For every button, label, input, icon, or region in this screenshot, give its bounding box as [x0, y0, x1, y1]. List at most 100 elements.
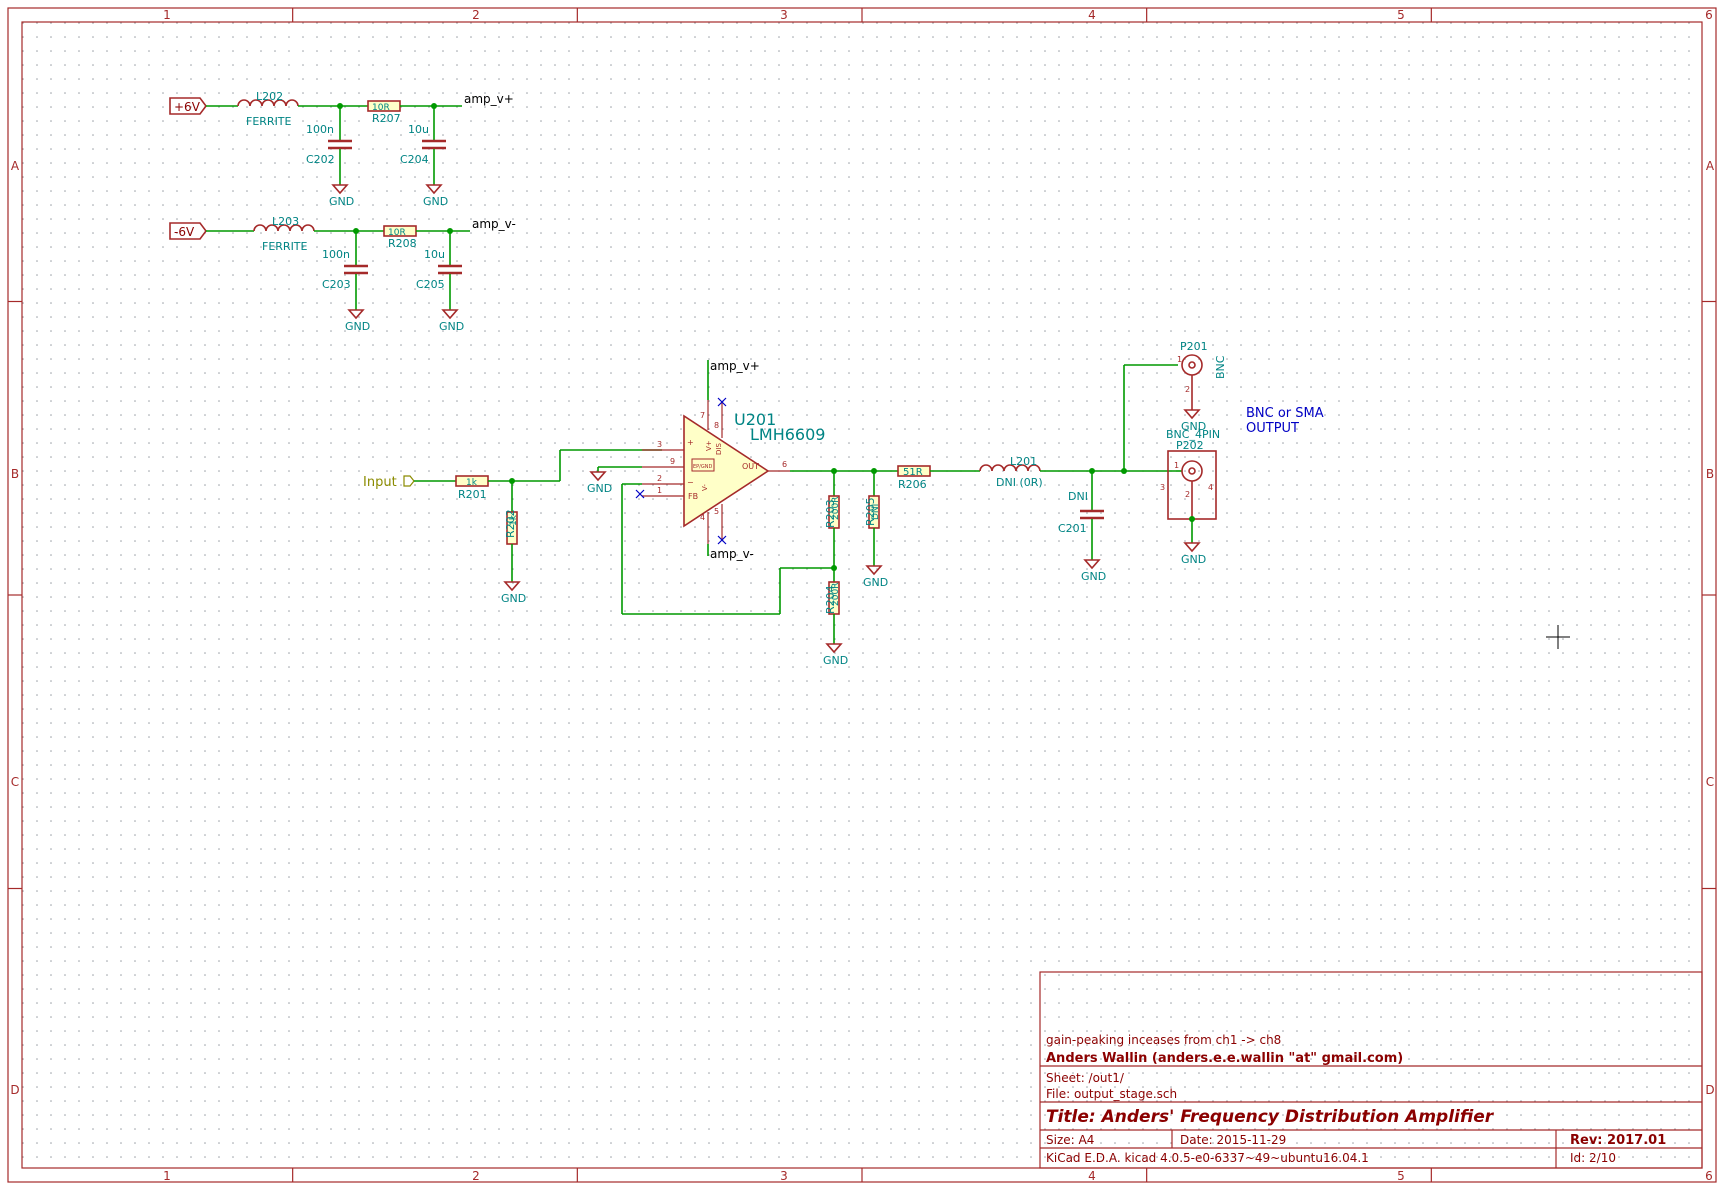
- net-amp-v-minus-label: amp_v-: [472, 217, 516, 231]
- title-block-comment: gain-peaking inceases from ch1 -> ch8: [1046, 1033, 1281, 1047]
- r207-value: 10R: [372, 103, 390, 113]
- c203-value: 100n: [322, 248, 350, 261]
- u201-pin-1: 1: [657, 486, 662, 495]
- u201-pin-4: 4: [700, 513, 705, 522]
- gnd-symbol: [1183, 542, 1201, 553]
- l201-value: DNI (0R): [996, 476, 1043, 489]
- gnd-label: GND: [501, 592, 526, 605]
- neg-power-flag: [169, 222, 207, 240]
- pos-power-label: +6V: [174, 100, 201, 114]
- gnd-label: GND: [863, 576, 888, 589]
- p201-pin-1: 1: [1177, 355, 1182, 364]
- p201-pin-2: 2: [1185, 385, 1190, 394]
- column-label-5: 5: [1397, 8, 1405, 22]
- neg-power-label: -6V: [174, 225, 195, 239]
- gnd-symbol: [589, 471, 607, 482]
- u201-pin-5: 5: [714, 507, 719, 516]
- row-label-a: A: [11, 159, 20, 173]
- u201-pin-name-ep-gnd: EP/GND: [693, 464, 712, 470]
- l202-inductor[interactable]: [237, 99, 299, 107]
- title-block: gain-peaking inceases from ch1 -> ch8 An…: [1039, 971, 1703, 1169]
- net-amp-v-plus-label: amp_v+: [464, 92, 514, 106]
- c202-value: 100n: [306, 123, 334, 136]
- r208-value: 10R: [388, 228, 406, 238]
- c205-ref: C205: [416, 278, 445, 291]
- l203-value: FERRITE: [262, 240, 308, 253]
- gnd-symbol: [1083, 559, 1101, 570]
- u201-ref: U201: [734, 410, 776, 429]
- title-block-title: Title: Anders' Frequency Distribution Am…: [1046, 1107, 1495, 1127]
- gnd-label: GND: [329, 195, 354, 208]
- u201-pin-name-vplus: V+: [705, 440, 713, 451]
- r203-ref: R203: [824, 499, 837, 528]
- column-label-1: 1: [163, 8, 171, 22]
- u201-pin-6: 6: [782, 460, 787, 469]
- gnd-label: GND: [439, 320, 464, 333]
- u201-pin-name-dis: DIS: [715, 443, 723, 455]
- u201-pin-9: 9: [670, 457, 675, 466]
- row-label-a-right: A: [1706, 159, 1715, 173]
- u201-pin-name-out: OUT: [742, 462, 759, 471]
- u201-pin-name-fb: FB: [688, 492, 698, 501]
- p202-pin-2: 2: [1185, 490, 1190, 499]
- row-label-b-right: B: [1706, 467, 1714, 481]
- r203-value: 200R: [831, 497, 841, 520]
- drawing-frame: 1 2 3 4 5 6 1 2 3 4 5 6 A B C D A B C D: [7, 7, 1717, 1183]
- r205-ref: R205: [864, 497, 877, 526]
- l201-inductor[interactable]: [979, 464, 1041, 472]
- column-label-6-bottom: 6: [1705, 1169, 1713, 1183]
- u201-plus-sign: +: [687, 438, 694, 447]
- column-label-4: 4: [1088, 8, 1096, 22]
- gnd-symbol: [503, 581, 521, 592]
- u201-supply-top-label: amp_v+: [710, 359, 760, 373]
- row-label-c-right: C: [1706, 775, 1714, 789]
- row-label-d-right: D: [1705, 1083, 1714, 1097]
- pos-power-flag: [169, 97, 207, 115]
- r201-ref: R201: [458, 488, 487, 501]
- gnd-symbol: [425, 184, 443, 195]
- column-label-1-bottom: 1: [163, 1169, 171, 1183]
- title-block-tool: KiCad E.D.A. kicad 4.0.5-e0-6337~49~ubun…: [1046, 1151, 1369, 1165]
- l202-value: FERRITE: [246, 115, 292, 128]
- u201-opamp[interactable]: [683, 414, 770, 528]
- gnd-symbol: [1183, 409, 1201, 420]
- title-block-rev: Rev: 2017.01: [1570, 1133, 1666, 1148]
- title-block-id: Id: 2/10: [1570, 1151, 1616, 1165]
- c204-ref: C204: [400, 153, 429, 166]
- crosshair-cursor-icon: [1546, 625, 1570, 649]
- neg-supply-filter[interactable]: -6V L203 FERRITE 10R R208 amp_v- 100n C2…: [169, 215, 516, 333]
- output-note-line2: OUTPUT: [1246, 421, 1299, 436]
- gnd-label: GND: [345, 320, 370, 333]
- column-label-4-bottom: 4: [1088, 1169, 1096, 1183]
- r204-value: 200R: [831, 583, 841, 606]
- l202-ref: L202: [256, 90, 283, 103]
- c202-ref: C202: [306, 153, 335, 166]
- amplifier-stage[interactable]: Input 1k R201 1k R202 GND 3 GND 9 2: [363, 340, 1324, 667]
- l203-inductor[interactable]: [253, 224, 315, 232]
- column-label-2-bottom: 2: [472, 1169, 480, 1183]
- c201-ref: C201: [1058, 522, 1087, 535]
- p202-pin-3: 3: [1160, 483, 1165, 492]
- column-label-6: 6: [1705, 8, 1713, 22]
- title-block-date: Date: 2015-11-29: [1180, 1133, 1286, 1147]
- c204-value: 10u: [408, 123, 429, 136]
- u201-minus-sign: −: [687, 478, 694, 487]
- r207-ref: R207: [372, 112, 401, 125]
- gnd-label: GND: [423, 195, 448, 208]
- column-label-5-bottom: 5: [1397, 1169, 1405, 1183]
- row-label-d: D: [10, 1083, 19, 1097]
- u201-pin-2: 2: [657, 474, 662, 483]
- p202-pin-4: 4: [1208, 483, 1213, 492]
- input-hier-label[interactable]: Input: [363, 475, 397, 490]
- pos-supply-filter[interactable]: +6V L202 FERRITE 10R R207 amp_v+ 100n C2…: [169, 90, 514, 208]
- r204-ref: R204: [824, 585, 837, 614]
- r206-ref: R206: [898, 478, 927, 491]
- r201-value: 1k: [466, 478, 478, 488]
- c201-value: DNI: [1068, 490, 1088, 503]
- gnd-label: GND: [1081, 570, 1106, 583]
- u201-pin-name-vminus: V-: [701, 484, 709, 491]
- r205-value: DNI: [871, 504, 881, 520]
- gnd-symbol: [331, 184, 349, 195]
- p201-ref: P201: [1180, 340, 1208, 353]
